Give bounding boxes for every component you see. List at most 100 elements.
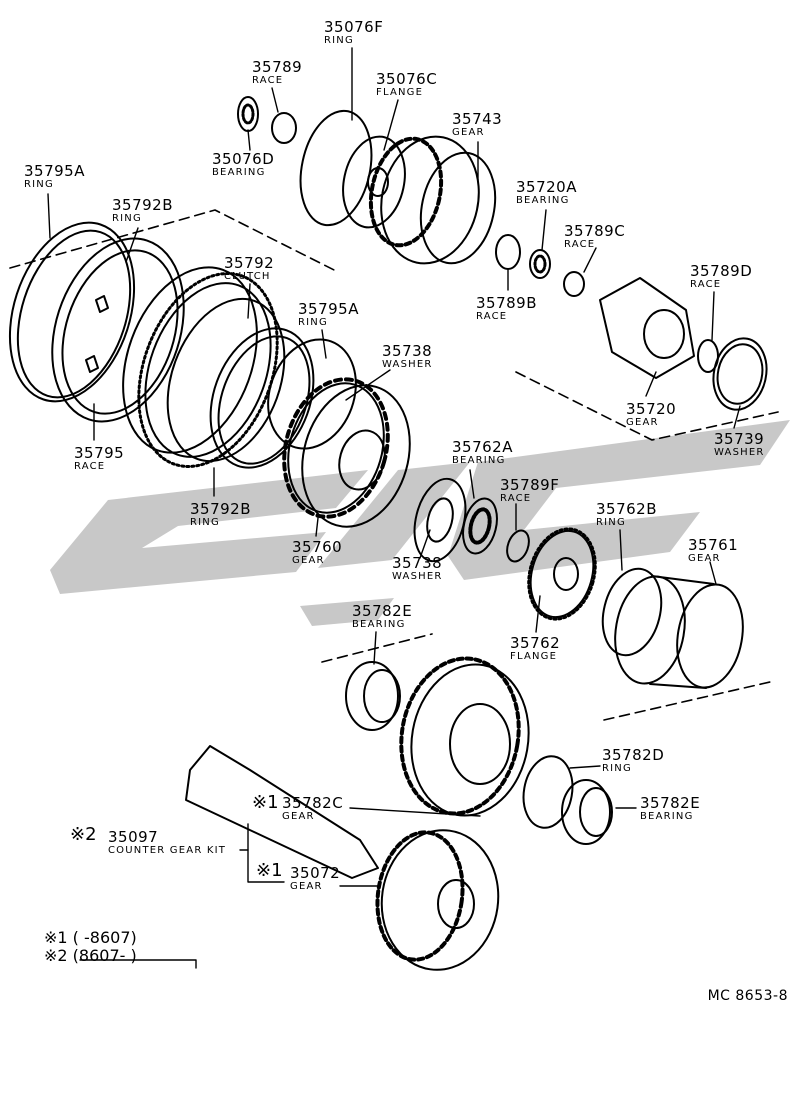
part-name: BEARING (212, 167, 266, 178)
part-number: 35795A (298, 300, 359, 318)
part-35762-flange (527, 527, 597, 621)
part-name: WASHER (392, 571, 443, 582)
part-name: WASHER (382, 359, 433, 370)
part-number: 35792B (112, 196, 174, 214)
part-number: 35076D (212, 150, 275, 168)
note-mark-35072: ※1 (256, 860, 283, 881)
part-number: 35789C (564, 222, 626, 240)
part-name: FLANGE (510, 651, 558, 662)
part-number: 35761 (688, 536, 739, 554)
part-number: 35743 (452, 110, 503, 128)
part-number: 35762A (452, 438, 513, 456)
part-35720A-bearing (529, 249, 551, 279)
assembly-outline-upper (9, 209, 339, 273)
part-number: 35789B (476, 294, 538, 312)
part-number: 35789F (500, 476, 560, 494)
part-35761-gear (614, 575, 744, 689)
part-number: 35782C (282, 794, 344, 812)
note-mark-35097: ※2 (70, 824, 97, 845)
part-35789B-race (495, 234, 521, 270)
part-number: 35789 (252, 58, 303, 76)
part-35789F-race (506, 529, 530, 563)
part-name: BEARING (452, 455, 506, 466)
part-number: 35760 (292, 538, 343, 556)
part-35762B-ring (601, 567, 663, 657)
part-35072-gear (375, 829, 500, 971)
part-name: GEAR (290, 881, 323, 892)
part-name: GEAR (626, 417, 659, 428)
part-35097-counter-shaft (185, 745, 379, 879)
part-number: 35762B (596, 500, 658, 518)
part-35782C-gear (399, 656, 530, 817)
assembly-outline-lower (321, 633, 771, 721)
part-35762A-bearing (462, 497, 498, 555)
part-35076D-bearing (237, 96, 259, 132)
part-35795-race (51, 237, 185, 423)
legend-row-2: ※2 (8607- ) (44, 946, 137, 965)
part-35743-gear (368, 135, 497, 265)
part-name: RING (112, 213, 142, 224)
part-number: 35720 (626, 400, 677, 418)
part-number: 35738 (382, 342, 433, 360)
part-number: 35782D (602, 746, 665, 764)
part-name: RING (24, 179, 54, 190)
part-name: RING (324, 35, 354, 46)
part-number: 35076F (324, 18, 384, 36)
part-number: 35739 (714, 430, 765, 448)
part-name: RACE (564, 239, 596, 250)
note-mark-35782C: ※1 (252, 792, 279, 813)
part-name: RING (602, 763, 632, 774)
part-name: RACE (252, 75, 284, 86)
part-name: GEAR (688, 553, 721, 564)
part-35795A-ring-left (8, 221, 136, 403)
part-35795A-ring-mid (267, 338, 357, 450)
part-name: COUNTER GEAR KIT (108, 845, 227, 856)
part-35789C-race (563, 271, 585, 297)
part-number: 35782E (352, 602, 413, 620)
part-35720-gear (599, 277, 695, 379)
part-number: 35076C (376, 70, 438, 88)
part-35782E-bearing-bottom (561, 779, 613, 845)
part-35792B-ring-lower (209, 327, 315, 469)
part-35782D-ring (522, 755, 574, 829)
part-number: 35789D (690, 262, 753, 280)
part-name: WASHER (714, 447, 765, 458)
part-name: FLANGE (376, 87, 424, 98)
part-name: BEARING (640, 811, 694, 822)
part-name: GEAR (452, 127, 485, 138)
part-number: 35782E (640, 794, 701, 812)
diagram-code: MC 8653-8 (707, 988, 788, 1004)
part-number: 35792B (190, 500, 252, 518)
part-name: BEARING (516, 195, 570, 206)
part-number: 35762 (510, 634, 561, 652)
part-name: GEAR (282, 811, 315, 822)
part-35739-washer (712, 337, 768, 411)
part-number: 35795A (24, 162, 85, 180)
part-name: RING (190, 517, 220, 528)
